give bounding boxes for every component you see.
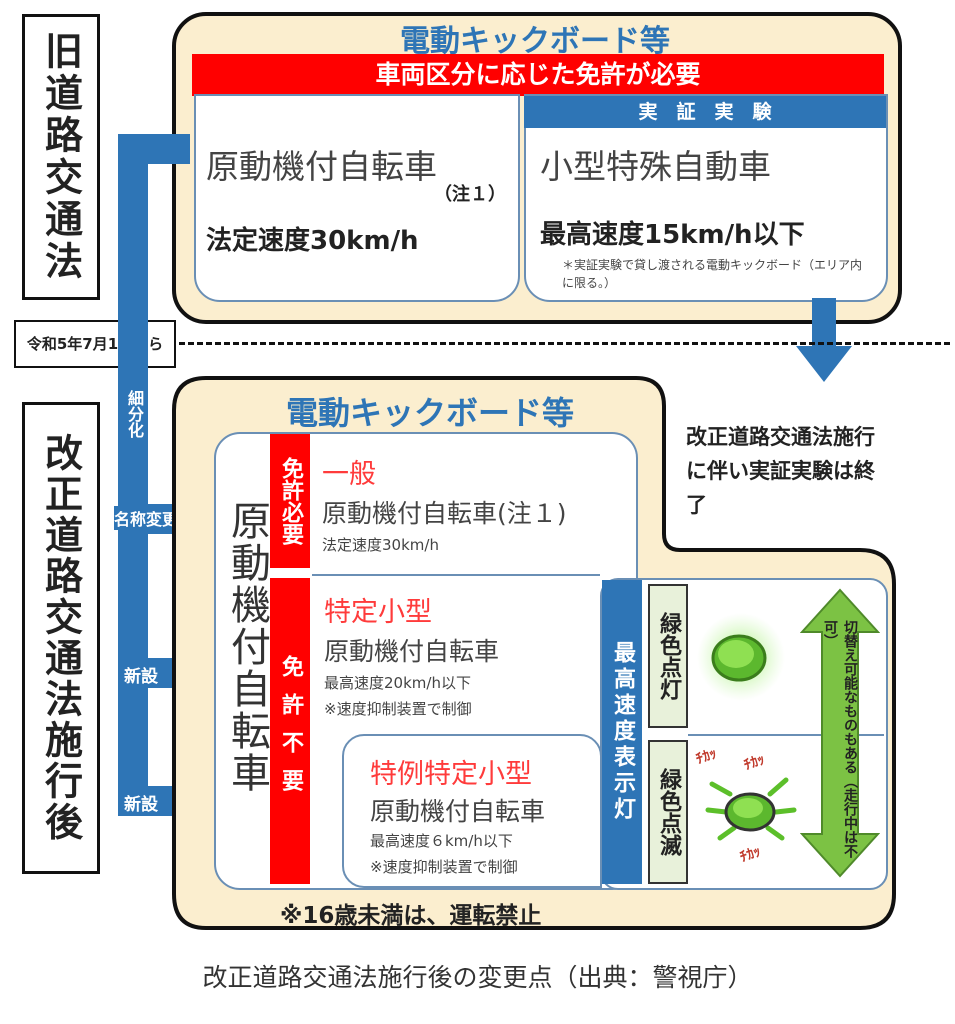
new-panel-title: 電動キックボード等 <box>285 394 574 432</box>
old-law-label: 旧道路交通法 <box>22 14 100 300</box>
license-required-bar: 免許必要 <box>270 434 310 568</box>
rename-label: 名称変更 <box>114 506 179 530</box>
license-not-required-bar: 免許不要 <box>270 578 310 884</box>
experiment-header: 実 証 実 験 <box>524 96 886 128</box>
svg-text:ﾁｶｯ: ﾁｶｯ <box>738 844 763 866</box>
new-label-1: 新設 <box>124 667 158 687</box>
green-on-label: 緑色点灯 <box>648 584 688 728</box>
old-special-box <box>524 94 888 302</box>
date-label: 令和5年7月1日から <box>14 320 176 368</box>
caption: 改正道路交通法施行後の変更点（出典：警視庁） <box>202 963 753 992</box>
lamp-divider <box>688 734 884 736</box>
old-panel-title: 電動キックボード等 <box>400 24 670 59</box>
svg-text:ﾁｶｯ: ﾁｶｯ <box>694 746 719 768</box>
new-law-label-text: 改正道路交通法施行後 <box>38 433 83 843</box>
new-law-label: 改正道路交通法施行後 <box>22 402 100 874</box>
general-tag: 一般 <box>322 459 376 490</box>
switch-note: 切替え可能なものもある（走行中は不可） <box>822 620 858 858</box>
svg-text:ﾁｶｯ: ﾁｶｯ <box>742 752 767 774</box>
old-special-speed: 最高速度15km/h以下 <box>540 220 805 250</box>
tokurei-note: ※速度抑制装置で制御 <box>370 858 518 876</box>
old-law-label-text: 旧道路交通法 <box>38 31 83 283</box>
green-lamp-on-icon <box>697 613 785 701</box>
tokurei-speed: 最高速度６km/h以下 <box>370 832 513 850</box>
experiment-end-note: 改正道路交通法施行に伴い実証実験は終了 <box>686 425 875 517</box>
license-banner: 車両区分に応じた免許が必要 <box>192 54 884 96</box>
green-lamp-blink-icon: ﾁｶｯ ﾁｶｯ ﾁｶｯ <box>694 746 797 866</box>
old-special-note: ＊実証実験で貸し渡される電動キックボード（エリア内に限る。） <box>562 258 863 290</box>
old-special-title: 小型特殊自動車 <box>540 147 771 186</box>
general-speed: 法定速度30km/h <box>322 536 439 554</box>
switch-double-arrow <box>800 588 880 878</box>
old-moped-speed: 法定速度30km/h <box>206 226 419 256</box>
speed-lamp-bar: 最高速度表示灯 <box>602 580 642 884</box>
tokutei-note: ※速度抑制装置で制御 <box>324 700 472 718</box>
tokurei-title: 原動機付自転車 <box>370 797 546 826</box>
tokurei-tag: 特例特定小型 <box>370 759 532 790</box>
general-title: 原動機付自転車(注１) <box>322 499 567 528</box>
subdivide-label: 細分化 <box>125 390 144 438</box>
tokutei-tag: 特定小型 <box>324 597 432 628</box>
tokurei-box <box>342 734 602 888</box>
old-moped-title: 原動機付自転車 <box>206 147 437 186</box>
green-blink-label: 緑色点滅 <box>648 740 688 884</box>
general-divider <box>312 574 600 576</box>
down-arrow <box>796 298 852 382</box>
date-divider <box>170 342 950 345</box>
old-moped-note: （注１） <box>434 184 506 205</box>
moped-vertical-label: 原動機付自転車 <box>224 500 270 794</box>
tokutei-speed: 最高速度20km/h以下 <box>324 674 471 692</box>
old-moped-box <box>194 94 520 302</box>
new-label-2: 新設 <box>124 795 158 815</box>
age-ban-note: ※16歳未満は、運転禁止 <box>280 903 542 929</box>
tokutei-title: 原動機付自転車 <box>324 637 500 666</box>
